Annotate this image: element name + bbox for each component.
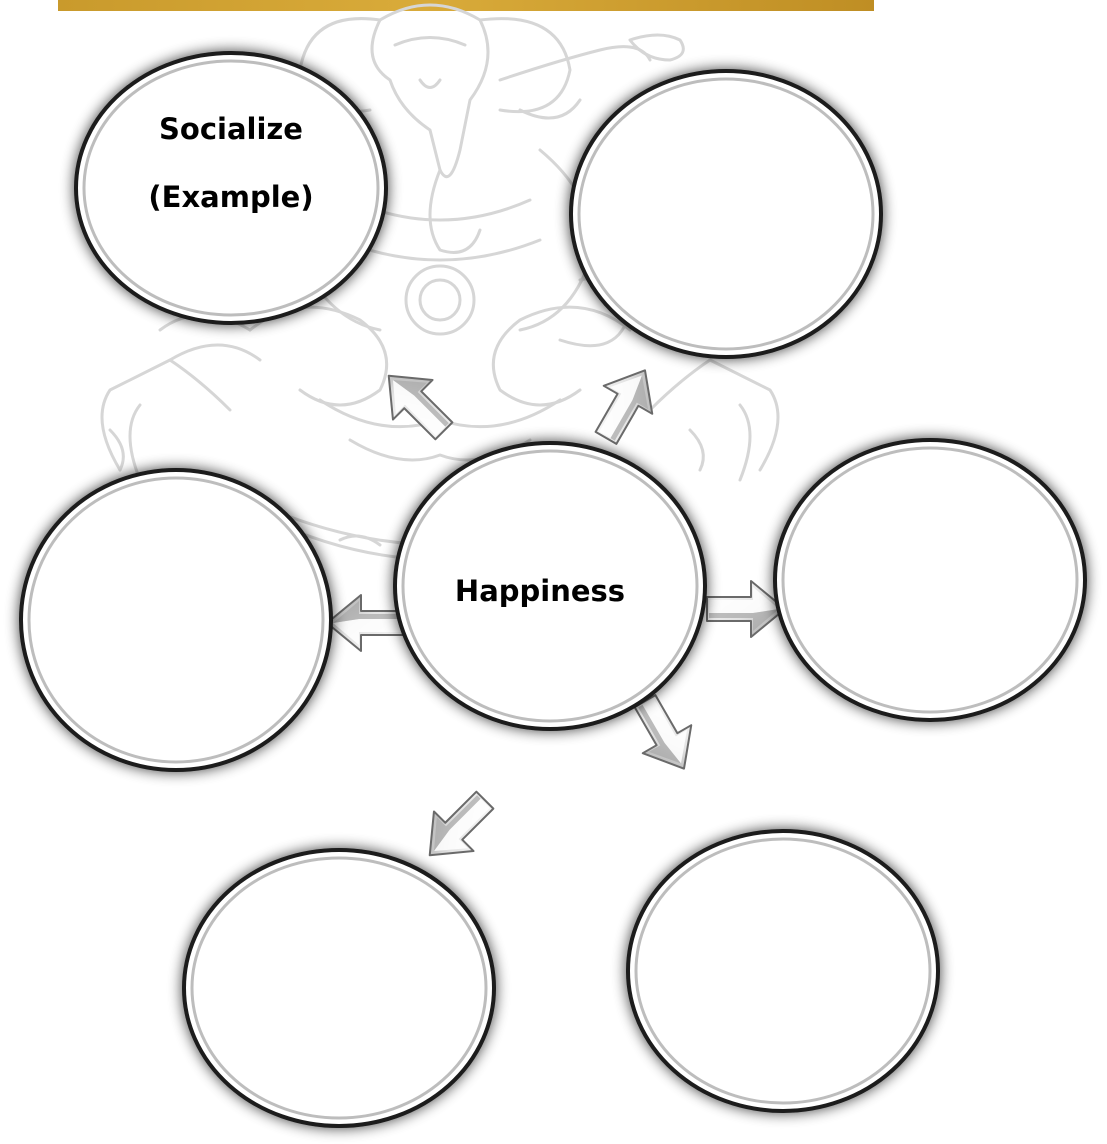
- node-middle-right: [775, 440, 1085, 720]
- arrow-to-middle-right-icon: [707, 581, 785, 637]
- node-bottom-left: [184, 850, 494, 1126]
- arrow-to-bottom-left-icon: [410, 780, 505, 875]
- center-node-label: Happiness: [455, 574, 625, 608]
- arrow-to-top-left-icon: [369, 356, 464, 451]
- top-left-node-label-line-2: (Example): [148, 180, 313, 214]
- node-bottom-right: [628, 831, 938, 1111]
- node-top-right: [571, 71, 881, 357]
- arrow-to-middle-left-icon: [327, 595, 405, 651]
- top-left-node-label-line-1: Socialize: [159, 112, 303, 146]
- node-middle-left: [21, 470, 331, 770]
